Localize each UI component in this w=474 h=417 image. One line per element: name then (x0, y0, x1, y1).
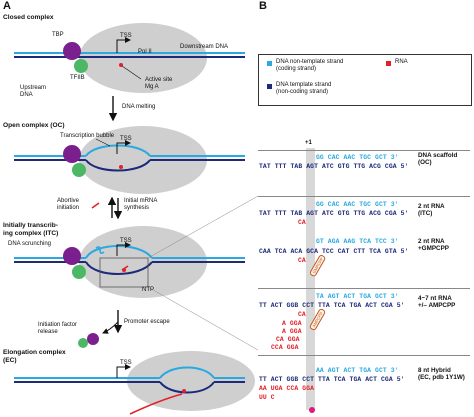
abortive-initiation-label: Abortive initiation (57, 198, 80, 211)
pol2-ellipse-itc (79, 226, 207, 298)
dna-melting-label: DNA melting (122, 104, 156, 110)
ec-title: Elongation complex (EC) (3, 349, 66, 364)
row-divider (258, 355, 470, 356)
row-4-rna: UU C (259, 394, 275, 401)
upstream-dna-label: Upstream DNA (20, 85, 47, 98)
panel-a-letter: A (3, 0, 11, 12)
closed-complex-graphic (14, 23, 245, 93)
row-3-rna: CA GGA (276, 336, 300, 343)
legend-swatch-rna (386, 61, 391, 66)
zoom-box (99, 257, 149, 288)
row-1-rna: CA (298, 219, 306, 226)
row-2-top-strand: GT AGA AAG TCA TCC 3' (316, 238, 399, 245)
initiation-factor-release-label: Initiation factor release (38, 322, 78, 335)
tbp-circle (63, 42, 81, 60)
closed-complex-title: Closed complex (3, 14, 54, 21)
legend-ntv-label: DNA non-template strand (coding strand) (276, 59, 344, 72)
row-0-bottom-strand: TAT TTT TAB AGT ATC GTG TTG ACG CGA 5' (259, 163, 409, 170)
itc-arrows (91, 196, 123, 220)
row-1-top-strand: GG CAC AAC TGC GCT 3' (316, 201, 399, 208)
row-3-bottom-strand: TT ACT GGB CCT TTA TCA TGA ACT CGA 5' (259, 302, 405, 309)
abortive-rna (91, 202, 100, 209)
row-0-description: DNA scaffold (OC) (418, 152, 458, 167)
tss-label-itc: TSS (120, 238, 132, 244)
row-3-rna: A GGA (282, 320, 302, 327)
legend-swatch-tmp (267, 84, 272, 89)
row-divider (258, 150, 470, 151)
dna-scrunching-label: DNA scrunching (8, 241, 52, 247)
row-2-rna: CA (298, 257, 306, 264)
ntp-label: NTP (142, 287, 154, 293)
row-2-bottom-strand: CAA TCA ACA GCA TCC CAT CTT TCA GTA 5' (259, 248, 409, 255)
promoter-escape-label: Promoter escape (124, 319, 170, 325)
row-3-top-strand: TA AGT ACT TGA GCT 3' (316, 293, 399, 300)
tbp-circle-oc (63, 145, 81, 163)
open-complex-title: Open complex (OC) (3, 122, 65, 129)
scrunched-dna (95, 246, 105, 254)
itc-title: Initially transcrib- ing complex (ITC) (3, 222, 59, 237)
tss-label-oc: TSS (120, 136, 132, 142)
pol2-label: Pol II (138, 49, 152, 55)
active-site-label: Active site Mg A (145, 77, 173, 90)
pol2-ellipse-oc (79, 126, 207, 194)
released-tfiib (78, 338, 88, 348)
tfiib-circle (74, 59, 88, 73)
row-divider (258, 196, 470, 197)
tss-arrow (116, 37, 131, 53)
row-4-description: 8 nt Hybrid (EC, pdb 1Y1W) (418, 367, 465, 382)
row-3-description: 4~7 nt RNA +/– AMPCPP (418, 295, 456, 310)
legend: DNA non-template strand (coding strand) … (258, 54, 472, 106)
row-3-rna: CCA GGA (271, 344, 299, 351)
pol2-ellipse-ec (127, 351, 255, 411)
legend-tmp-label: DNA template strand (non-coding strand) (276, 82, 332, 95)
downstream-dna-label: Downstream DNA (180, 44, 229, 50)
escape-graphic (78, 310, 123, 348)
row-divider (258, 288, 470, 289)
itc-graphic (14, 195, 259, 351)
row-4-bottom-strand: TT ACT GGB CCT TTA TCA TGA ACT CGA 5' (259, 376, 405, 383)
transcription-bubble (85, 144, 151, 157)
tss-label: TSS (120, 33, 132, 39)
ec-rna (129, 393, 183, 415)
row-4-top-strand: AA AGT ACT TGA GCT 3' (316, 367, 399, 374)
row-0-top-strand: GG CAC AAC TGC GCT 3' (316, 154, 399, 161)
tfiib-circle-oc (72, 163, 86, 177)
row-3-rna: CA (298, 311, 306, 318)
row-2-description: 2 nt RNA +GMPCPP (418, 238, 449, 253)
legend-rna-label: RNA (395, 59, 408, 65)
row-4-rna: AA UGA CCA GGA (259, 385, 315, 392)
panel-b-letter: B (259, 0, 267, 12)
row-3-rna: A GGA (282, 328, 302, 335)
row-1-description: 2 nt RNA (ITC) (418, 203, 445, 218)
released-tbp (87, 333, 99, 345)
tss-label-ec: TSS (120, 360, 132, 366)
open-complex-graphic (14, 126, 245, 194)
tbp-label: TBP (52, 32, 64, 38)
plus-one-label: +1 (305, 140, 312, 146)
transcription-bubble-label: Transcription bubble (60, 133, 115, 139)
active-site-marker-b (309, 407, 315, 413)
row-1-bottom-strand: TAT TTT TAB AGT ATC GTG TTG ACG CGA 5' (259, 210, 409, 217)
plus-one-column (306, 148, 315, 410)
legend-swatch-ntv (267, 61, 272, 66)
initial-synthesis-label: Initial mRNA synthesis (124, 198, 158, 211)
tfiib-label: TFIIB (70, 75, 85, 81)
ec-graphic (14, 351, 255, 415)
